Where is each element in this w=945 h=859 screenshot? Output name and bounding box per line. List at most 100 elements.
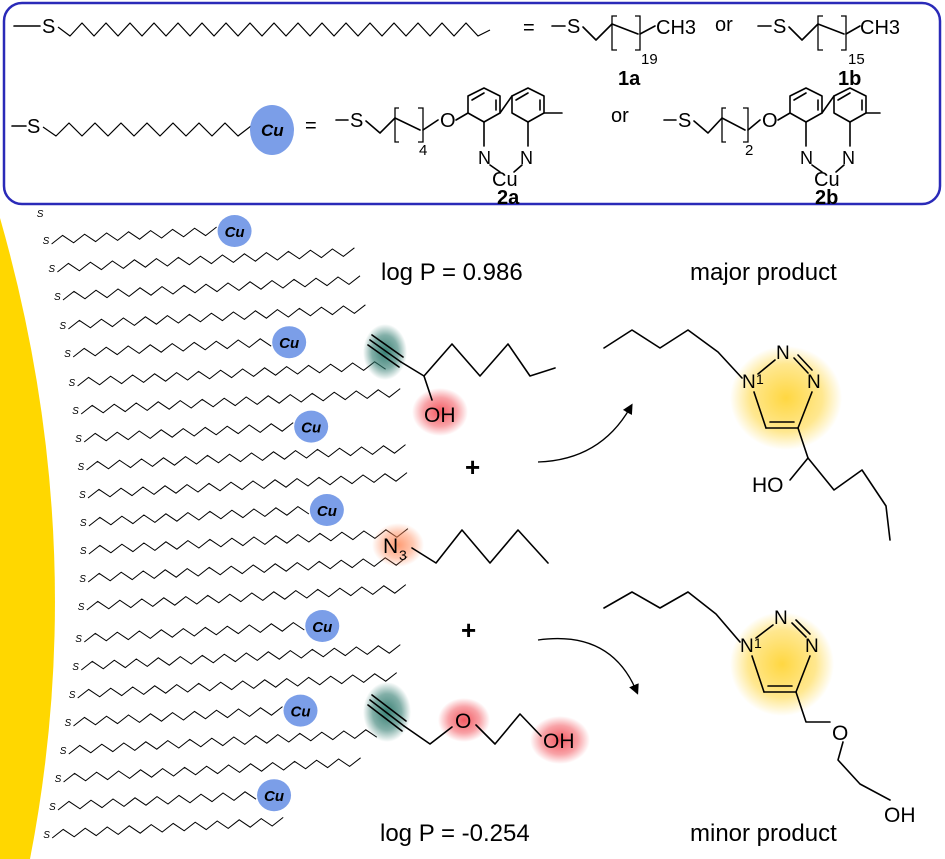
label-2b: 2b (815, 187, 838, 209)
surface-thiol-chain (62, 275, 361, 301)
surface-thiol-chain (86, 584, 407, 611)
sulfur-label: S (773, 16, 786, 38)
surface-thiol-chain (83, 621, 305, 643)
major-product-label: major product (690, 259, 837, 286)
triazole-highlight (730, 346, 842, 450)
repeat-count-15: 15 (848, 51, 865, 68)
surface-copper-bead (309, 494, 344, 526)
or-label: or (715, 14, 733, 36)
nitrogen-label: N (740, 636, 754, 657)
oxygen-label: O (832, 722, 848, 745)
hydroxyl-label: OH (543, 730, 575, 753)
nitrogen-label: N (776, 343, 790, 364)
azide-pentyl: N 3 (372, 523, 549, 567)
surface-sulfur-label: S (64, 349, 71, 360)
surface-sulfur-label: S (79, 574, 86, 585)
surface-copper-label: Cu (317, 503, 337, 520)
copper-label: Cu (814, 169, 840, 191)
structure-2a: S 4 O N N Cu (335, 87, 563, 191)
oxygen-label: O (762, 110, 778, 132)
locant-1: 1 (754, 635, 762, 651)
thiol-chain-legend-long: S (13, 16, 491, 38)
surface-thiol-chain (80, 388, 401, 415)
surface-thiol-chain (83, 422, 294, 443)
surface-copper-label: Cu (312, 619, 332, 636)
surface-thiol-chain (51, 226, 217, 245)
surface-copper-bead (305, 610, 340, 642)
surface-copper-label: Cu (279, 335, 299, 352)
surface-sulfur-label: S (64, 718, 71, 729)
surface-sulfur-label: S (78, 602, 85, 613)
surface-copper-bead (294, 410, 329, 443)
surface-sulfur-label: S (75, 634, 82, 645)
surface-thiol-chain (57, 791, 257, 811)
structure-1a: S 19 CH3 (551, 15, 696, 68)
surface-thiol-chain (51, 817, 284, 839)
or-label: or (611, 105, 629, 127)
surface-copper-label: Cu (290, 704, 310, 721)
surface-thiol-chain (72, 338, 272, 358)
surface-thiol-chain (77, 672, 398, 699)
minor-product-label: minor product (690, 820, 837, 847)
sulfur-label: S (567, 16, 580, 38)
equals-sign: = (523, 17, 535, 39)
sulfur-label: S (42, 16, 55, 38)
logp-ether: log P = -0.254 (380, 820, 530, 847)
nitrogen-label: N (742, 372, 756, 393)
surface-sulfur-label: S (69, 378, 76, 389)
hydroxyl-label: HO (752, 474, 784, 497)
surface-thiol-chain (88, 505, 310, 527)
sulfur-label: S (27, 116, 40, 138)
surface-thiol-chain (87, 556, 408, 583)
alkyne-hexynol: OH (363, 324, 556, 436)
surface-copper-bead (272, 326, 307, 359)
surface-thiol-chain (88, 528, 409, 555)
surface-thiol-chain (87, 472, 408, 499)
azide-highlight (372, 523, 424, 567)
label-1a: 1a (618, 68, 641, 90)
major-product-triazole: N 1 N N HO (603, 329, 891, 541)
thiol-chain-legend-cu: S Cu (11, 105, 294, 155)
surface-sulfur-label: S (77, 462, 84, 473)
repeat-count-4: 4 (419, 142, 427, 159)
hydroxyl-label: OH (884, 804, 916, 827)
structure-1b: S 15 CH3 (757, 15, 900, 68)
sulfur-label: S (350, 110, 363, 132)
label-1b: 1b (838, 68, 861, 90)
nitrogen-label: N (774, 608, 788, 629)
surface-thiol-chain (68, 729, 378, 755)
copper-bead-label: Cu (261, 121, 284, 140)
hydroxyl-label: OH (424, 404, 456, 427)
repeat-count-19: 19 (641, 51, 658, 68)
surface-thiol-chain (80, 644, 401, 671)
hydroxyl-highlight (530, 716, 590, 764)
surface-sulfur-label: S (75, 434, 82, 445)
surface-sulfur-label: S (80, 546, 87, 557)
structure-2b: S 2 O N N Cu (663, 87, 881, 191)
hydroxyl-highlight (412, 388, 468, 436)
gold-nanoparticle-surface (0, 218, 55, 859)
plus-sign: + (465, 452, 480, 482)
azide-label: N (383, 535, 398, 558)
copper-label: Cu (492, 169, 518, 191)
logp-hexynol: log P = 0.986 (381, 259, 523, 286)
plus-sign: + (461, 615, 476, 645)
surface-sulfur-label: S (55, 774, 62, 785)
locant-1: 1 (756, 371, 764, 387)
surface-copper-label: Cu (225, 224, 245, 241)
nitrogen-label: N (800, 148, 813, 168)
surface-sulfur-label: S (43, 830, 50, 841)
surface-copper-label: Cu (264, 788, 284, 805)
surface-sulfur-label: S (54, 292, 61, 303)
nitrogen-label: N (520, 148, 533, 168)
legend-frame (2, 1, 942, 206)
label-2a: 2a (497, 187, 520, 209)
surface-sulfur-label: S (72, 662, 79, 673)
surface-copper-bead (257, 779, 292, 812)
surface-sulfur-label: S (69, 690, 76, 701)
surface-thiol-chain (68, 304, 366, 330)
nitrogen-label: N (842, 148, 855, 168)
surface-copper-bead (217, 215, 252, 247)
